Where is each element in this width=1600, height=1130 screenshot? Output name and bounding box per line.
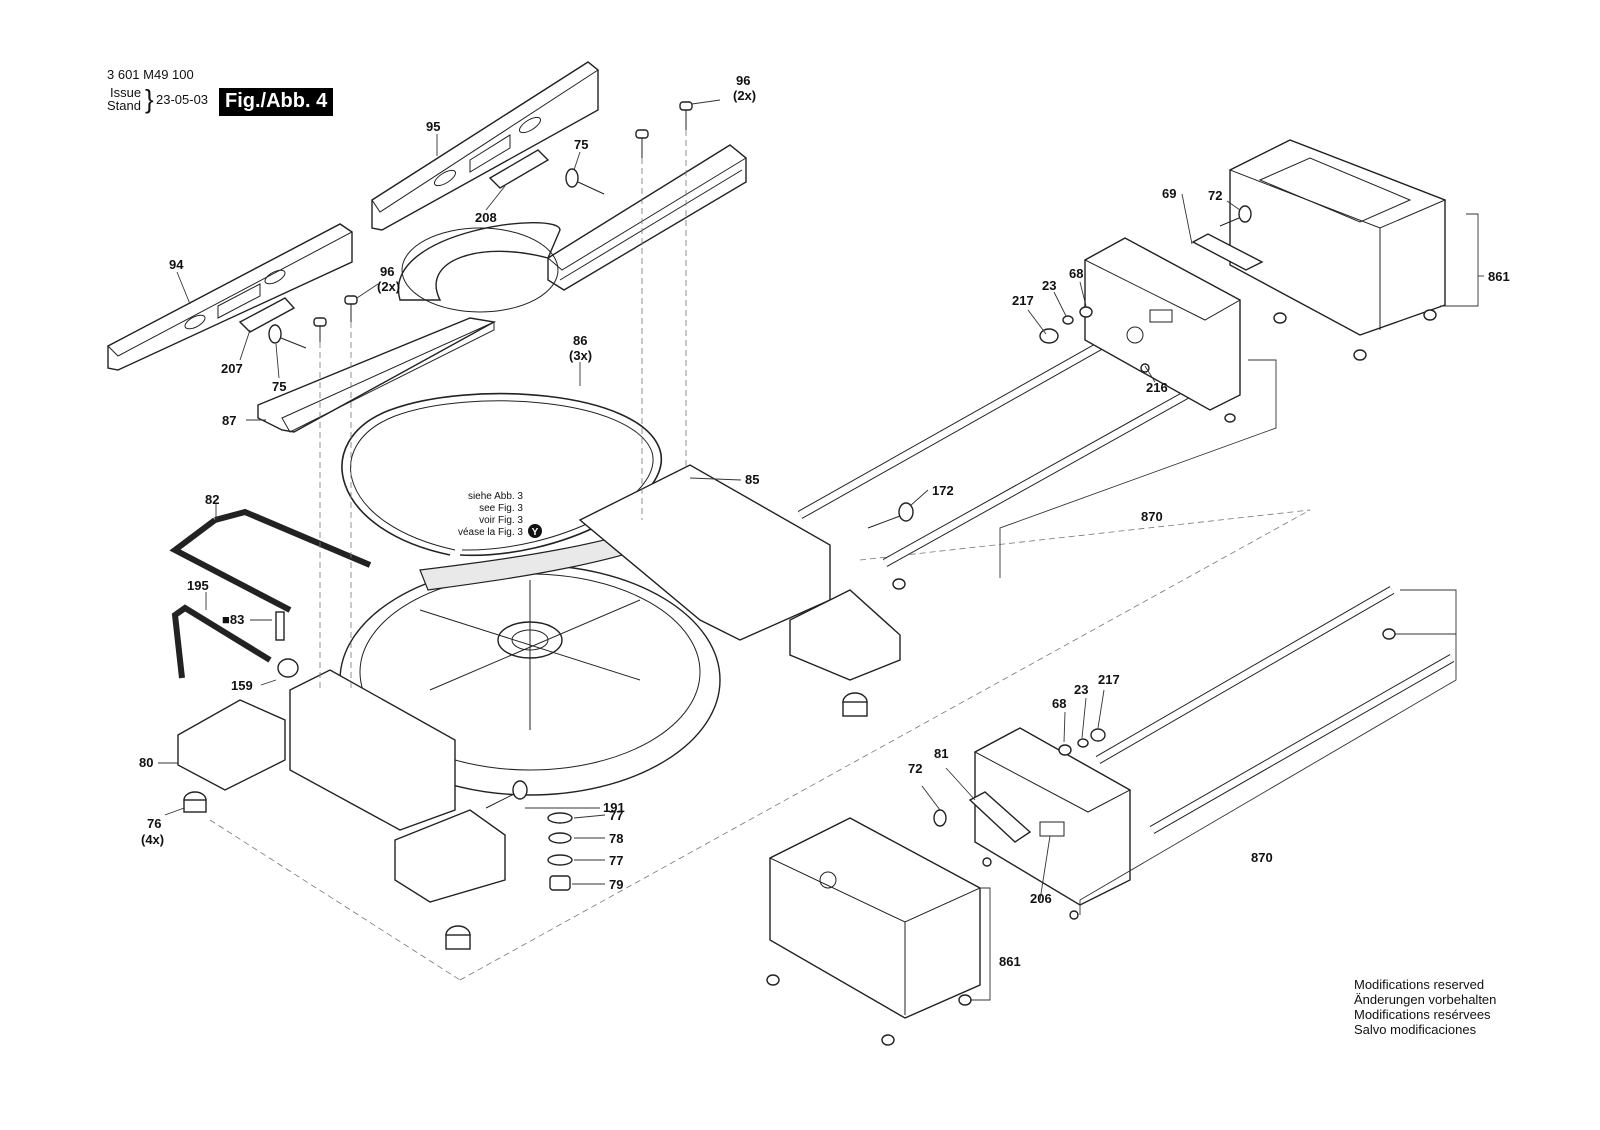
label-83: ■83	[222, 612, 244, 627]
fence-part-94	[107, 223, 353, 371]
label-216: 216	[1146, 380, 1168, 395]
stand-label: Stand	[107, 98, 141, 113]
marker-y-letter: Y	[532, 527, 539, 538]
label-206: 206	[1030, 891, 1052, 906]
leader-lines	[158, 99, 1484, 1001]
box-861-lower	[768, 817, 982, 1019]
end-bracket-216	[1083, 237, 1242, 411]
end-bracket-206	[973, 727, 1132, 906]
marker-y	[528, 524, 542, 538]
feet	[183, 502, 914, 950]
label-96b-qty: (2x)	[377, 279, 400, 294]
modifications-de: Änderungen vorbehalten	[1354, 992, 1497, 1007]
label-870b: 870	[1251, 850, 1273, 865]
fence-part-95	[371, 61, 599, 231]
modifications-en: Modifications reserved	[1354, 977, 1485, 992]
note-line-de: siehe Abb. 3	[468, 491, 523, 502]
label-81: 81	[934, 746, 948, 761]
label-94: 94	[169, 257, 184, 272]
label-69: 69	[1162, 186, 1176, 201]
label-95: 95	[426, 119, 440, 134]
note-line-en: see Fig. 3	[479, 503, 523, 514]
label-23a: 23	[1042, 278, 1056, 293]
note-line-es: véase la Fig. 3	[458, 527, 523, 538]
label-217b: 217	[1098, 672, 1120, 687]
label-85: 85	[745, 472, 759, 487]
base-assembly	[177, 464, 901, 903]
cross-reference-note: siehe Abb. 3 see Fig. 3 voir Fig. 3 véas…	[458, 491, 542, 538]
part-labels: 96 (2x) 95 75 208 94 96 (2x) 207 75 87 8…	[139, 73, 1510, 969]
scale-rail-87	[257, 317, 497, 433]
screws-upper	[268, 101, 693, 349]
hex-key-195	[171, 604, 272, 679]
figure-badge: Fig./Abb. 4	[219, 88, 334, 116]
label-72b: 72	[908, 761, 922, 776]
label-87: 87	[222, 413, 236, 428]
label-172: 172	[932, 483, 954, 498]
guide-rod-82-top	[214, 508, 372, 568]
modifications-note: Modifications reserved Änderungen vorbeh…	[1354, 977, 1496, 1037]
label-78: 78	[609, 831, 623, 846]
label-76-qty: (4x)	[141, 832, 164, 847]
label-96a: 96	[736, 73, 750, 88]
modifications-es: Salvo modificaciones	[1354, 1022, 1477, 1037]
issue-label: Issue	[110, 85, 142, 100]
label-75a: 75	[574, 137, 588, 152]
table-ring-upper	[397, 221, 561, 313]
label-217a: 217	[1012, 293, 1034, 308]
label-76: 76	[147, 816, 161, 831]
label-861a: 861	[1488, 269, 1510, 284]
box-861-upper	[1228, 139, 1447, 336]
label-72a: 72	[1208, 188, 1222, 203]
scale-rail-upper	[547, 144, 747, 291]
label-75b: 75	[272, 379, 286, 394]
modifications-fr: Modifications resérvees	[1354, 1007, 1491, 1022]
label-80: 80	[139, 755, 153, 770]
label-23b: 23	[1074, 682, 1088, 697]
label-870a: 870	[1141, 509, 1163, 524]
label-68a: 68	[1069, 266, 1083, 281]
brace: }	[145, 84, 154, 114]
guide-rod-82	[169, 517, 292, 613]
label-86-qty: (3x)	[569, 348, 592, 363]
label-208: 208	[475, 210, 497, 225]
label-208	[488, 149, 550, 189]
label-159: 159	[231, 678, 253, 693]
label-195: 195	[187, 578, 209, 593]
label-86: 86	[573, 333, 587, 348]
label-82: 82	[205, 492, 219, 507]
part-number: 3 601 M49 100	[107, 67, 194, 82]
label-79: 79	[609, 877, 623, 892]
label-191: 191	[603, 800, 625, 815]
label-861b: 861	[999, 954, 1021, 969]
label-96a-qty: (2x)	[733, 88, 756, 103]
label-96b: 96	[380, 264, 394, 279]
label-77b: 77	[609, 853, 623, 868]
rods-lower	[1095, 586, 1455, 834]
label-207: 207	[221, 361, 243, 376]
label-77a: 77	[609, 808, 623, 823]
note-line-fr: voir Fig. 3	[479, 515, 523, 526]
small-fasteners-lower	[766, 628, 1396, 1046]
assembly-lines	[209, 130, 1311, 981]
rods-upper	[797, 339, 1198, 567]
label-68b: 68	[1052, 696, 1066, 711]
label-207	[238, 297, 296, 333]
handle-81	[968, 791, 1032, 843]
handle-69	[1191, 233, 1264, 271]
issue-date: 23-05-03	[156, 92, 209, 107]
